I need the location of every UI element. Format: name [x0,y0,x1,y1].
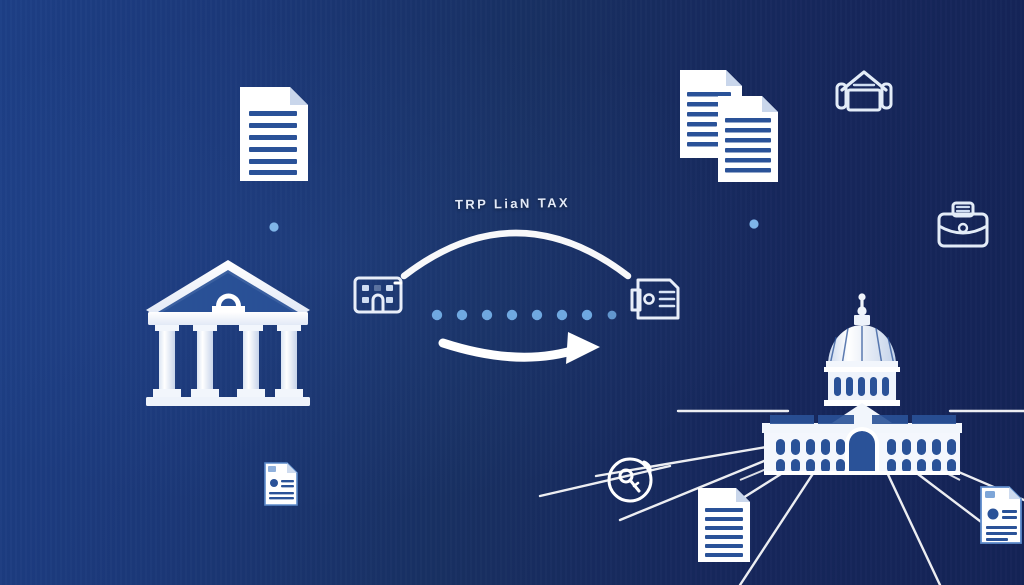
office-outline-icon [353,276,403,314]
facade-windows-lower [776,459,956,473]
profile-document-left-icon[interactable] [263,461,299,507]
facade-windows-upper [776,439,956,455]
key-badge-icon[interactable] [604,452,660,506]
profile-document-icon [980,486,1022,544]
profile-document-icon [264,462,298,506]
drum-windows [834,377,889,396]
bank-building-icon [146,260,310,406]
house-icon[interactable] [834,66,894,118]
drop-line-left-document [269,184,279,232]
office-building-icon[interactable] [352,272,404,316]
flow-arc [400,229,632,280]
briefcase-icon[interactable] [936,200,990,252]
document-single[interactable] [238,84,310,184]
document-icon [240,87,308,181]
briefcase-outline-icon [937,201,989,248]
profile-document-right-icon[interactable] [978,484,1024,546]
document-front [718,96,778,182]
report-document-icon[interactable] [630,272,686,320]
capitol-building-icon [762,293,962,475]
bottom-document-icon[interactable] [696,486,752,564]
documents-stack[interactable] [678,68,788,184]
dot-row [431,309,617,321]
document-text-lines [249,111,297,175]
bank-building[interactable] [142,256,314,408]
key-circle-icon [607,457,653,503]
roof-blocks [770,415,956,424]
bank-columns [153,325,303,397]
flow-arrow [438,332,600,364]
house-outline-icon [835,70,893,112]
documents-stack-icon [680,70,778,182]
report-outline-icon [630,278,680,320]
capitol-finial [857,293,867,316]
drop-line-right-documents [749,181,759,229]
capitol-building[interactable] [756,287,968,475]
filed-document-icon [698,488,750,562]
dome-ribs [829,326,895,366]
